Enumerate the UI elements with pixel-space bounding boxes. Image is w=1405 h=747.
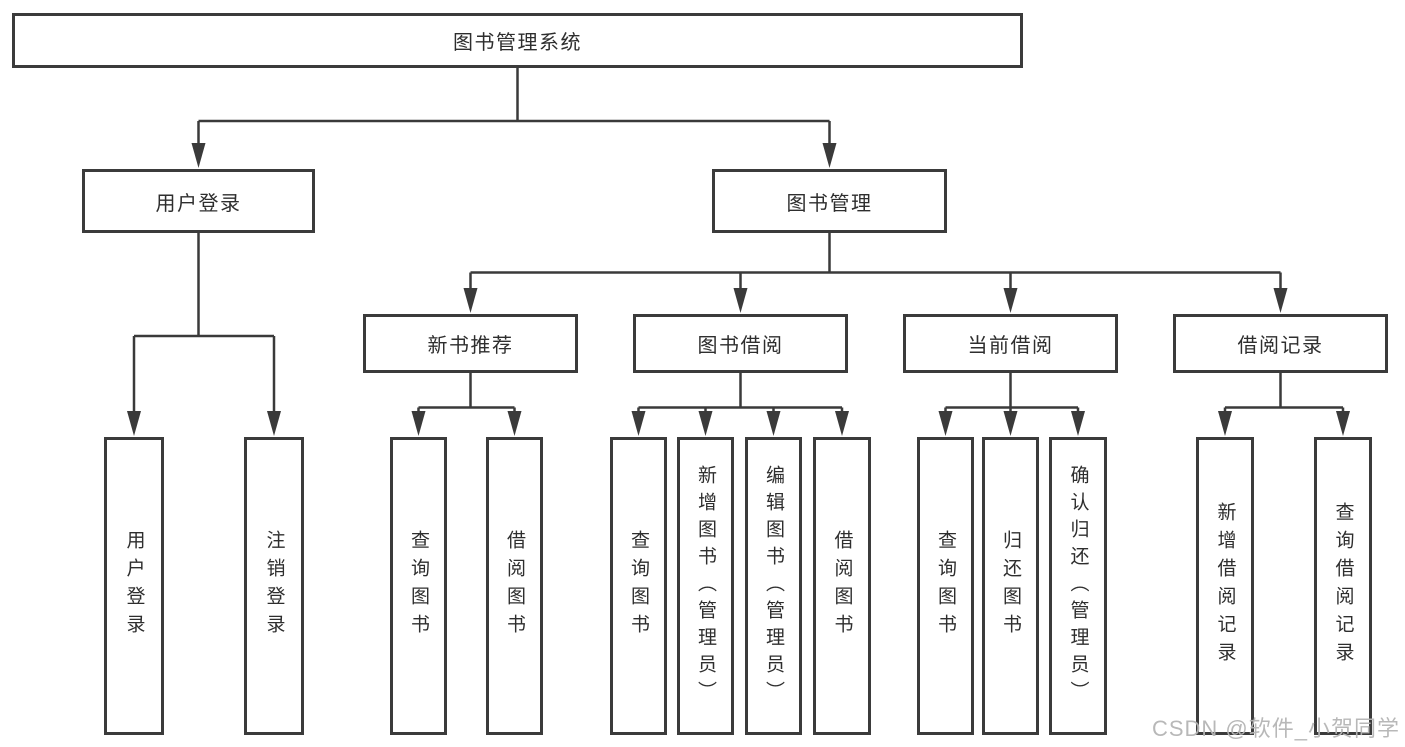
node-label: 借阅记录 <box>1237 335 1324 357</box>
node-label: 图书管理 <box>786 192 873 215</box>
leaf-query-borrow-record: 查询借阅记录 <box>1314 437 1372 735</box>
node-new-book-recommendation: 新书推荐 <box>363 314 578 373</box>
leaf-user-login: 用户登录 <box>104 437 164 735</box>
leaf-add-borrow-record: 新增借阅记录 <box>1196 437 1254 735</box>
node-label: 查询借阅记录 <box>1332 502 1354 670</box>
node-label: 用户登录 <box>155 192 242 215</box>
leaf-confirm-return-admin: 确认归还（管理员） <box>1049 437 1107 735</box>
arrow-down-icon <box>1336 411 1350 436</box>
node-book-borrowing: 图书借阅 <box>633 314 848 373</box>
arrow-down-icon <box>1003 411 1018 436</box>
arrow-down-icon <box>411 411 426 436</box>
node-label: 借阅图书 <box>504 530 525 642</box>
node-current-borrowing: 当前借阅 <box>903 314 1118 373</box>
node-label: 确认归还（管理员） <box>1067 464 1089 708</box>
node-label: 新书推荐 <box>427 335 514 357</box>
leaf-edit-book-admin: 编辑图书（管理员） <box>745 437 802 735</box>
node-label: 查询图书 <box>628 530 649 642</box>
leaf-borrow-books: 借阅图书 <box>813 437 871 735</box>
node-label: 注销登录 <box>263 530 285 642</box>
arrow-down-icon <box>631 411 646 436</box>
node-library-system: 图书管理系统 <box>12 13 1023 68</box>
arrow-down-icon <box>938 411 953 436</box>
node-book-management: 图书管理 <box>712 169 947 233</box>
leaf-query-books-borrow: 查询图书 <box>610 437 667 735</box>
node-user-login: 用户登录 <box>82 169 315 233</box>
node-borrowing-records: 借阅记录 <box>1173 314 1388 373</box>
node-label: 图书借阅 <box>697 335 784 357</box>
node-label: 借阅图书 <box>831 530 853 642</box>
arrow-down-icon <box>835 411 849 436</box>
arrow-down-icon <box>127 411 141 436</box>
arrow-down-icon <box>1071 411 1085 436</box>
node-label: 归还图书 <box>1000 530 1021 642</box>
arrow-down-icon <box>463 288 478 313</box>
node-label: 图书管理系统 <box>453 32 582 54</box>
arrowheads <box>127 143 1350 436</box>
leaf-add-book-admin: 新增图书（管理员） <box>677 437 734 735</box>
node-label: 查询图书 <box>408 530 429 642</box>
arrow-down-icon <box>733 288 748 313</box>
arrow-down-icon <box>267 411 281 436</box>
node-label: 新增图书（管理员） <box>695 464 716 708</box>
leaf-query-books-recommend: 查询图书 <box>390 437 447 735</box>
arrow-down-icon <box>191 143 206 168</box>
node-label: 查询图书 <box>935 530 956 642</box>
leaf-return-book: 归还图书 <box>982 437 1039 735</box>
arrow-down-icon <box>766 411 781 436</box>
arrow-down-icon <box>507 411 522 436</box>
watermark: CSDN @软件_小贺同学 <box>1151 716 1400 741</box>
connector-path <box>132 68 1345 414</box>
arrow-down-icon <box>698 411 713 436</box>
leaf-borrow-books-recommend: 借阅图书 <box>486 437 543 735</box>
leaf-logout: 注销登录 <box>244 437 304 735</box>
arrow-down-icon <box>1273 288 1288 313</box>
node-label: 用户登录 <box>123 530 145 642</box>
arrow-down-icon <box>822 143 837 168</box>
arrow-down-icon <box>1218 411 1232 436</box>
leaf-query-books-current: 查询图书 <box>917 437 974 735</box>
node-label: 编辑图书（管理员） <box>763 464 784 708</box>
node-label: 当前借阅 <box>967 335 1054 357</box>
arrow-down-icon <box>1003 288 1018 313</box>
node-label: 新增借阅记录 <box>1214 502 1236 670</box>
